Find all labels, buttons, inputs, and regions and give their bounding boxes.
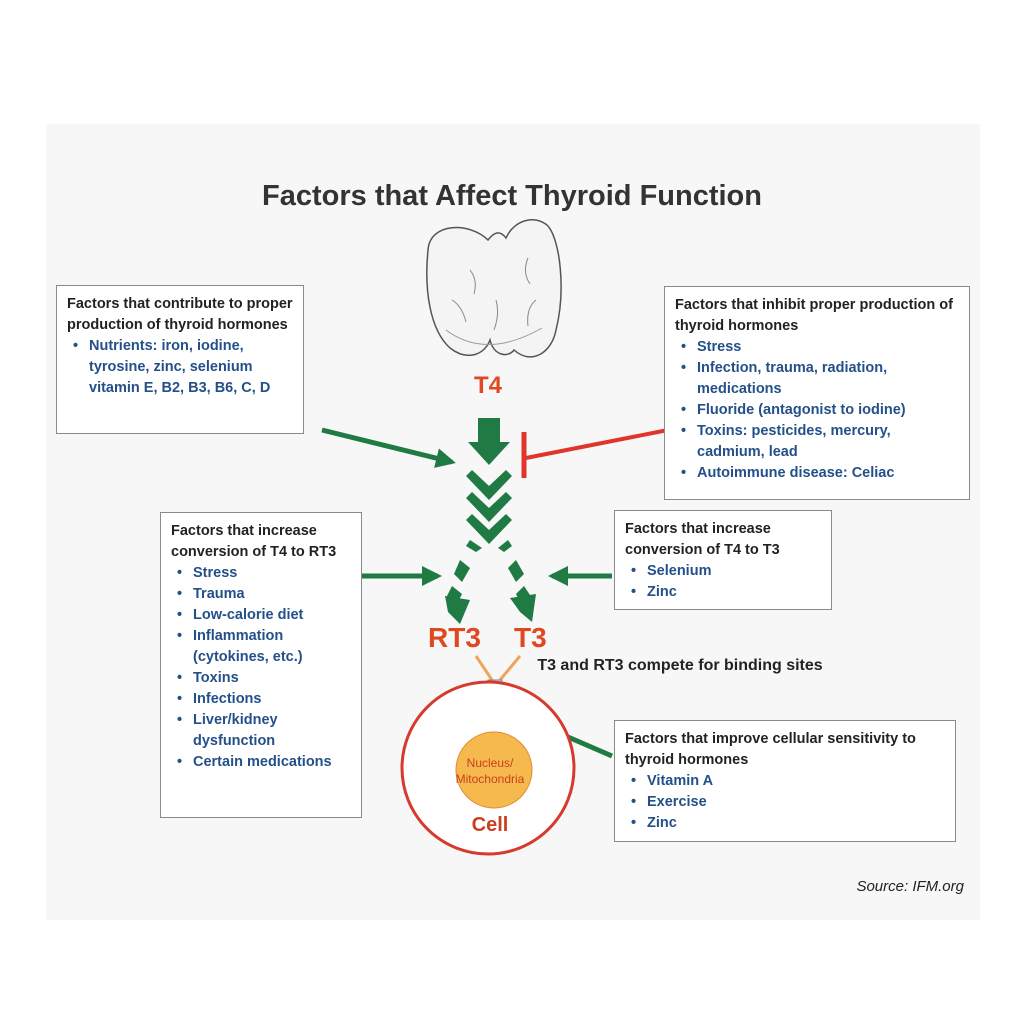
list-item: Exercise (625, 792, 945, 813)
thyroid-gland-icon (426, 219, 562, 358)
list-item: Stress (171, 563, 351, 584)
list-item: Trauma (171, 584, 351, 605)
list-item: Inflammation (cytokines, etc.) (171, 626, 351, 668)
rt3-label: RT3 (428, 622, 481, 653)
contribute-factors-box: Factors that contribute to proper produc… (56, 285, 304, 434)
t3-factors-list: Selenium Zinc (625, 561, 821, 603)
list-item: Stress (675, 337, 959, 358)
list-item: Toxins (171, 668, 351, 689)
list-item: Vitamin A (625, 771, 945, 792)
nucleus-label: Nucleus/ Mitochondria (455, 756, 525, 786)
rt3-factors-box: Factors that increase conversion of T4 t… (160, 512, 362, 818)
sensitivity-factors-box: Factors that improve cellular sensitivit… (614, 720, 956, 842)
list-item: Fluoride (antagonist to iodine) (675, 400, 959, 421)
compete-note: T3 and RT3 compete for binding sites (537, 657, 823, 674)
t3-factors-heading: Factors that increase conversion of T4 t… (625, 521, 780, 558)
list-item: Certain medications (171, 752, 351, 773)
inhibit-factors-list: Stress Infection, trauma, radiation, med… (675, 337, 959, 484)
list-item: Liver/kidney dysfunction (171, 710, 351, 752)
list-item: Low-calorie diet (171, 605, 351, 626)
source-credit: Source: IFM.org (856, 878, 964, 895)
t4-label: T4 (474, 372, 503, 399)
rt3-factors-heading: Factors that increase conversion of T4 t… (171, 523, 337, 560)
sensitivity-factors-heading: Factors that improve cellular sensitivit… (625, 731, 916, 768)
contribute-factors-heading: Factors that contribute to proper produc… (67, 296, 293, 333)
contribute-arrow-icon (321, 427, 456, 468)
t3-factors-box: Factors that increase conversion of T4 t… (614, 510, 832, 610)
inhibit-bar-icon (521, 428, 669, 478)
inhibit-factors-box: Factors that inhibit proper production o… (664, 286, 970, 500)
t3-label: T3 (514, 622, 547, 653)
diagram-title: Factors that Affect Thyroid Function (262, 180, 762, 212)
list-item: Zinc (625, 813, 945, 834)
list-item: Toxins: pesticides, mercury, cadmium, le… (675, 421, 959, 463)
inhibit-factors-heading: Factors that inhibit proper production o… (675, 297, 953, 334)
nucleus-mitochondria-icon (455, 731, 533, 809)
list-item: Nutrients: iron, iodine, tyrosine, zinc,… (67, 336, 293, 399)
sensitivity-factors-list: Vitamin A Exercise Zinc (625, 771, 945, 834)
t4-conversion-chevrons (445, 418, 536, 624)
list-item: Zinc (625, 582, 821, 603)
list-item: Selenium (625, 561, 821, 582)
cell-label: Cell (471, 814, 509, 836)
list-item: Infections (171, 689, 351, 710)
contribute-factors-list: Nutrients: iron, iodine, tyrosine, zinc,… (67, 336, 293, 399)
rt3-factors-list: Stress Trauma Low-calorie diet Inflammat… (171, 563, 351, 773)
list-item: Autoimmune disease: Celiac (675, 463, 959, 484)
list-item: Infection, trauma, radiation, medication… (675, 358, 959, 400)
